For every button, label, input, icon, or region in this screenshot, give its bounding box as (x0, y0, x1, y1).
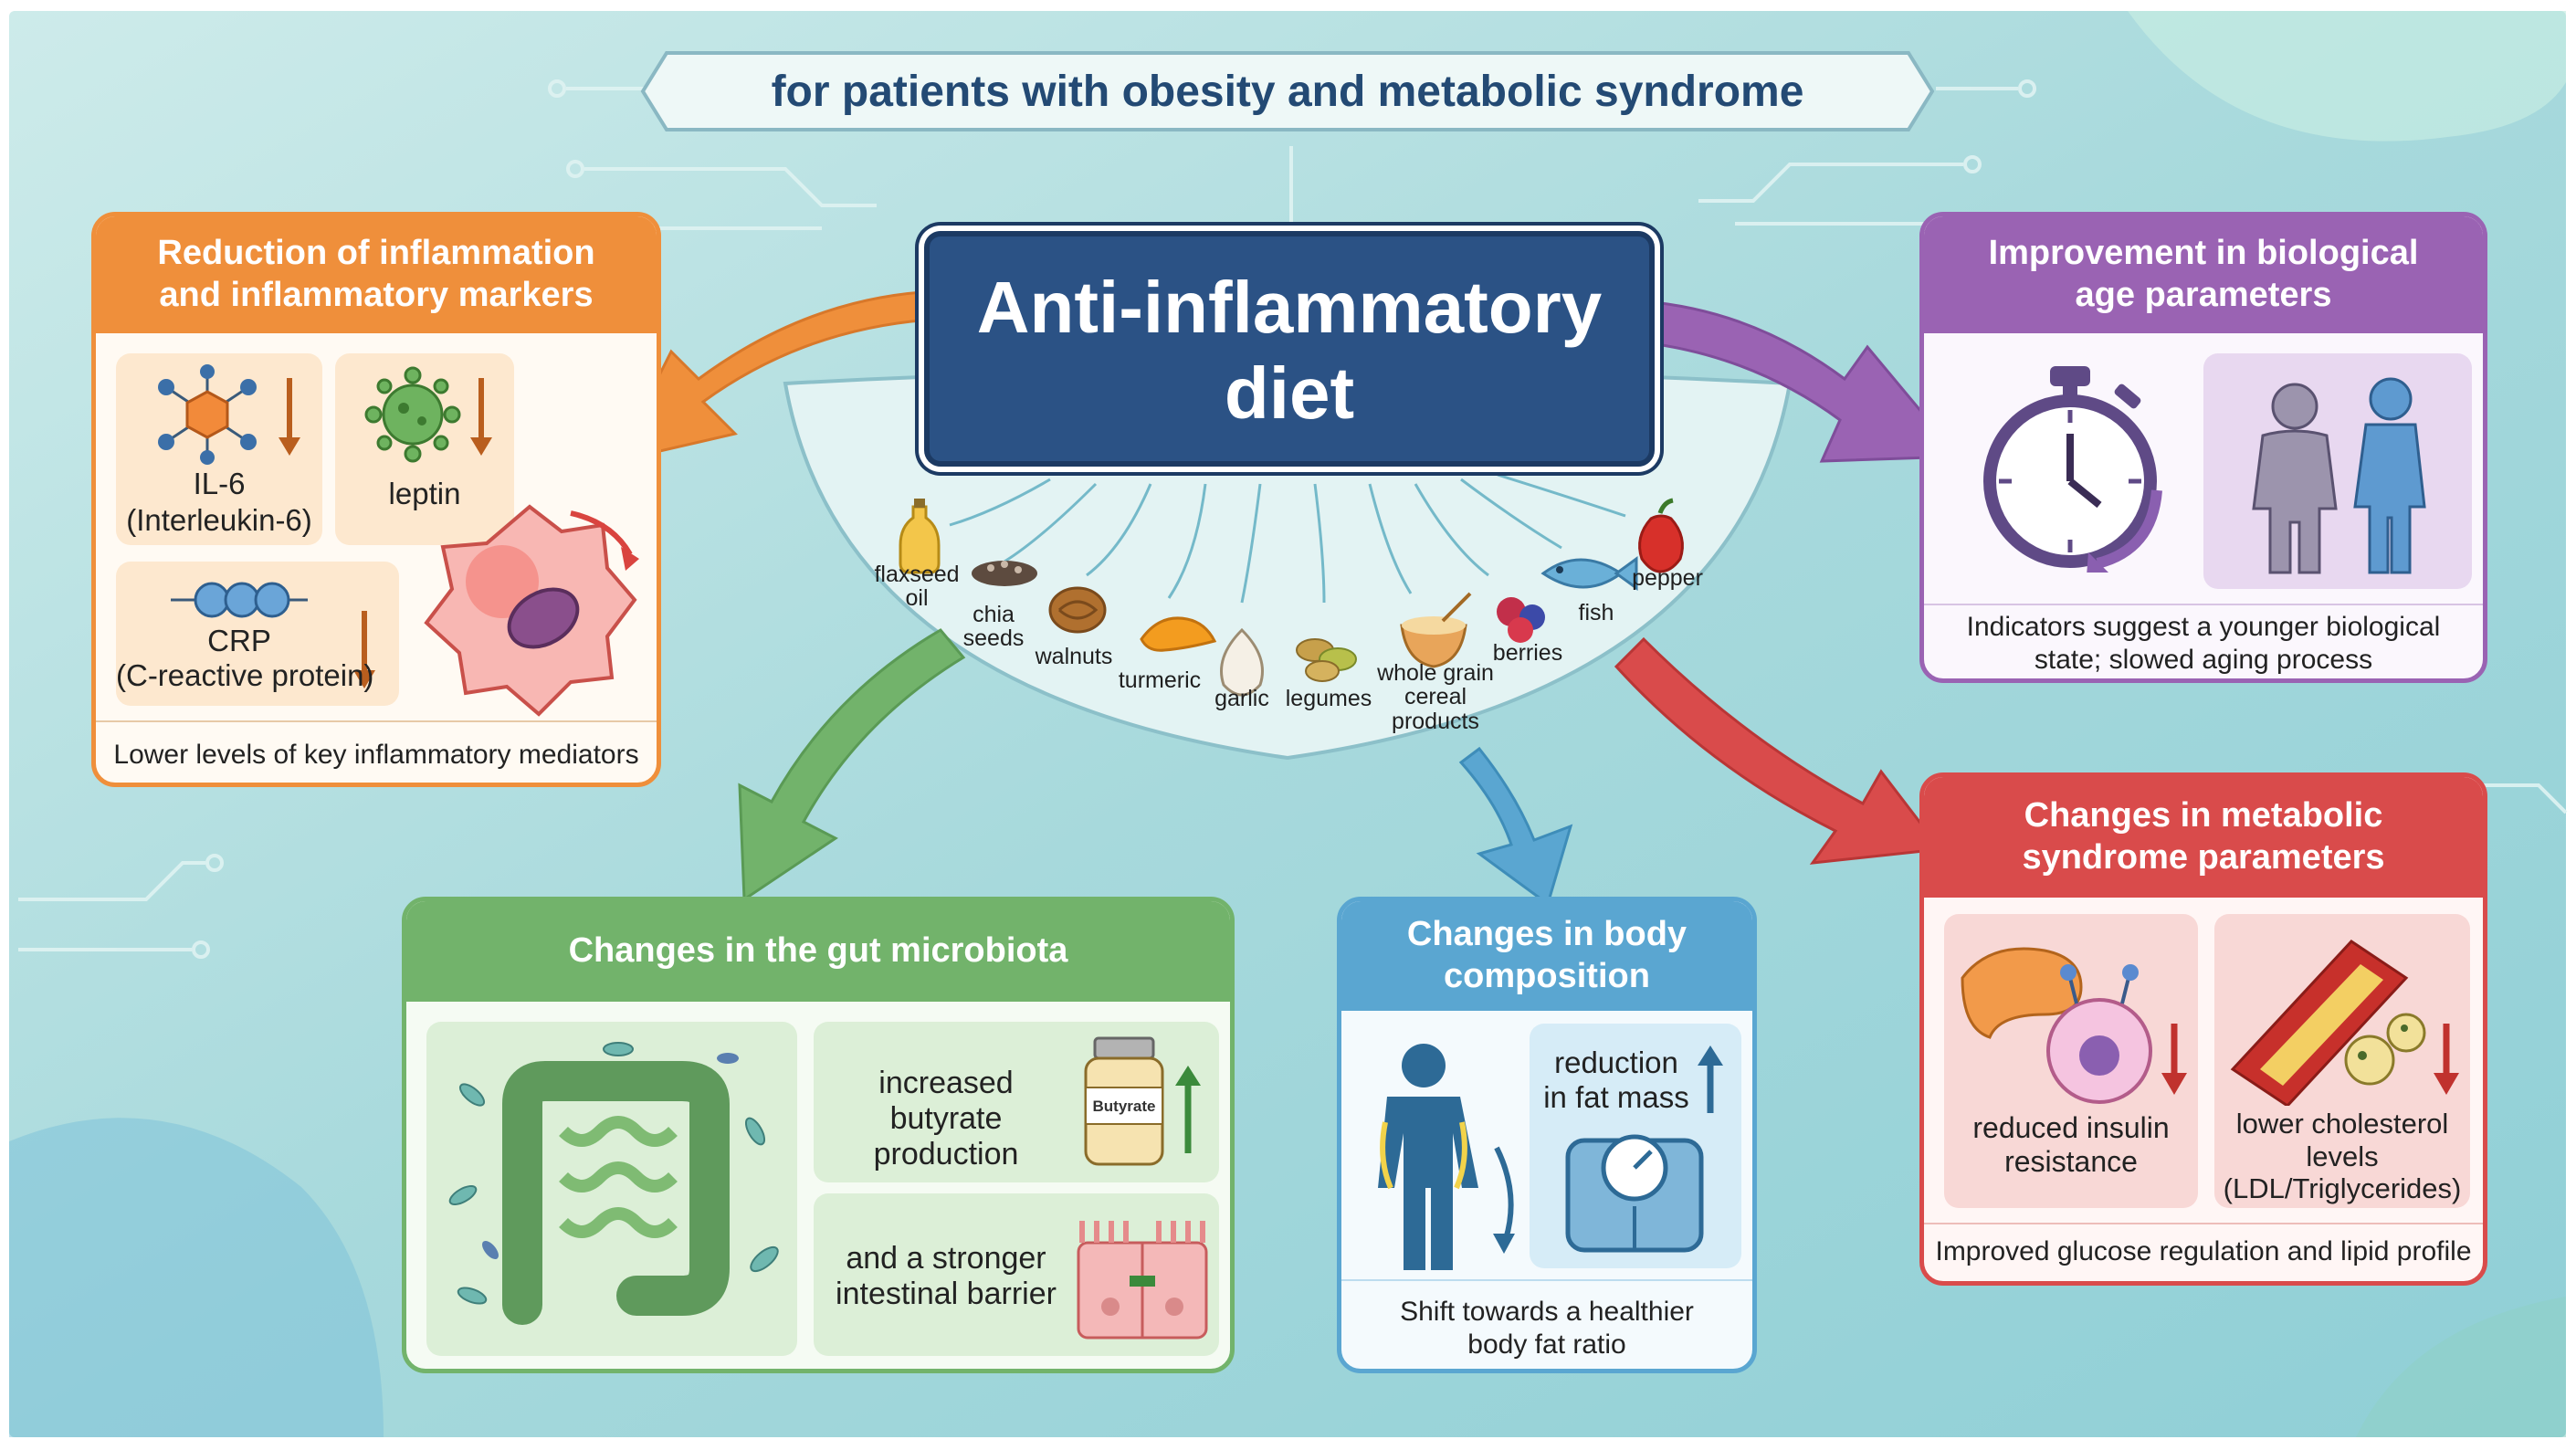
crp-full-label: (C-reactive protein) (116, 658, 374, 692)
food-label-chia-seeds: chia seeds (962, 602, 1025, 652)
food-label-pepper: pepper (1632, 565, 1703, 591)
divider (1924, 604, 2483, 605)
divider (1341, 1279, 1752, 1281)
food-label-walnuts: walnuts (1035, 644, 1113, 669)
cereal-bowl-icon (1400, 592, 1472, 668)
il6-molecule-icon (158, 364, 300, 465)
pancreas-cell-icon (1961, 947, 2187, 1104)
divider (1924, 1223, 2483, 1224)
garlic-icon (1220, 627, 1264, 697)
banner: for patients with obesity and metabolic … (639, 49, 1936, 133)
insulin-panel: reduced insulin resistance (1944, 914, 2198, 1208)
butyrate-panel: increased butyrate production Butyrate (814, 1022, 1219, 1182)
fat-mass-text: reduction in fat mass (1543, 1045, 1689, 1114)
food-label-garlic: garlic (1214, 686, 1269, 711)
food-label-legumes: legumes (1285, 686, 1372, 711)
food-label-flaxseed-oil: flaxseed oil (874, 562, 960, 612)
il6-label: IL-6 (193, 467, 246, 500)
food-label-turmeric: turmeric (1118, 667, 1202, 693)
crp-label: CRP (207, 624, 271, 657)
banner-shape (640, 51, 1935, 131)
insulin-text: reduced insulin resistance (1972, 1111, 2170, 1178)
card-inflammation-footer: Lower levels of key inflammatory mediato… (113, 740, 639, 770)
food-label-fish: fish (1578, 600, 1614, 625)
leptin-panel: leptin (335, 353, 514, 545)
crp-panel: CRP (C-reactive protein) (116, 562, 399, 706)
walnuts-icon (1048, 586, 1107, 634)
body-silhouette-icon (1378, 1044, 1515, 1270)
card-inflammation: Reduction of inflammation and inflammato… (91, 212, 661, 787)
crp-molecule-icon (171, 582, 375, 688)
pepper-icon (1638, 498, 1684, 573)
fat-mass-panel: reduction in fat mass (1530, 1024, 1741, 1268)
berries-icon (1497, 597, 1545, 643)
chia-seeds-icon (972, 561, 1037, 586)
food-label-berries: berries (1492, 640, 1563, 666)
stopwatch-icon (1983, 366, 2162, 573)
cholesterol-text: lower cholesterol levels (LDL/Triglyceri… (2223, 1108, 2462, 1205)
card-body-composition: Changes in body composition reduction in… (1337, 897, 1757, 1373)
card-inflammation-title: Reduction of inflammation and inflammato… (96, 216, 657, 333)
intestine-microbes-icon (448, 1042, 779, 1325)
turmeric-icon (1140, 616, 1217, 652)
card-body-composition-footer: Shift towards a healthier body fat ratio (1400, 1297, 1694, 1360)
aging-figures-panel (2203, 353, 2472, 589)
older-younger-people-icon (2252, 377, 2426, 574)
center-title-box: Anti-inflammatory diet (924, 231, 1655, 467)
leptin-label: leptin (388, 477, 461, 510)
gut-illustration-panel (426, 1022, 797, 1356)
barrier-panel: and a stronger intestinal barrier (814, 1193, 1219, 1356)
artery-plaque-icon (2230, 940, 2459, 1106)
center-title-line1: Anti-inflammatory (976, 267, 1603, 348)
card-biological-age-footer: Indicators suggest a younger biological … (1966, 612, 2441, 675)
intestinal-barrier-icon (1077, 1221, 1208, 1340)
flaxseed-oil-icon (899, 499, 941, 574)
leptin-icon (364, 366, 492, 463)
card-metabolic-syndrome-footer: Improved glucose regulation and lipid pr… (1935, 1236, 2472, 1266)
card-gut-microbiota-title: Changes in the gut microbiota (406, 901, 1230, 1002)
card-metabolic-syndrome: Changes in metabolic syndrome parameters… (1919, 772, 2487, 1286)
banner-title: for patients with obesity and metabolic … (771, 67, 1804, 116)
barrier-text: and a stronger intestinal barrier (836, 1241, 1057, 1312)
food-label-cereal: whole grain cereal products (1377, 660, 1494, 734)
inflamed-cell-icon (424, 504, 639, 717)
scale-icon (1565, 1045, 1723, 1253)
il6-full-label: (Interleukin-6) (126, 503, 312, 537)
card-biological-age: Improvement in biological age parameters… (1919, 212, 2487, 683)
divider (96, 720, 657, 722)
butyrate-text: increased butyrate production (873, 1066, 1019, 1172)
card-metabolic-syndrome-title: Changes in metabolic syndrome parameters (1924, 777, 2483, 898)
legumes-icon (1296, 638, 1357, 682)
butyrate-jar-label: Butyrate (1093, 1098, 1156, 1115)
card-gut-microbiota: Changes in the gut microbiota increased … (402, 897, 1235, 1373)
butyrate-jar-icon: Butyrate (1084, 1036, 1201, 1166)
il6-panel: IL-6 (Interleukin-6) (116, 353, 322, 545)
cholesterol-panel: lower cholesterol levels (LDL/Triglyceri… (2214, 914, 2470, 1208)
fish-icon (1540, 556, 1638, 591)
card-body-composition-title: Changes in body composition (1341, 901, 1752, 1011)
card-biological-age-title: Improvement in biological age parameters (1924, 216, 2483, 333)
center-title-line2: diet (1224, 352, 1355, 434)
